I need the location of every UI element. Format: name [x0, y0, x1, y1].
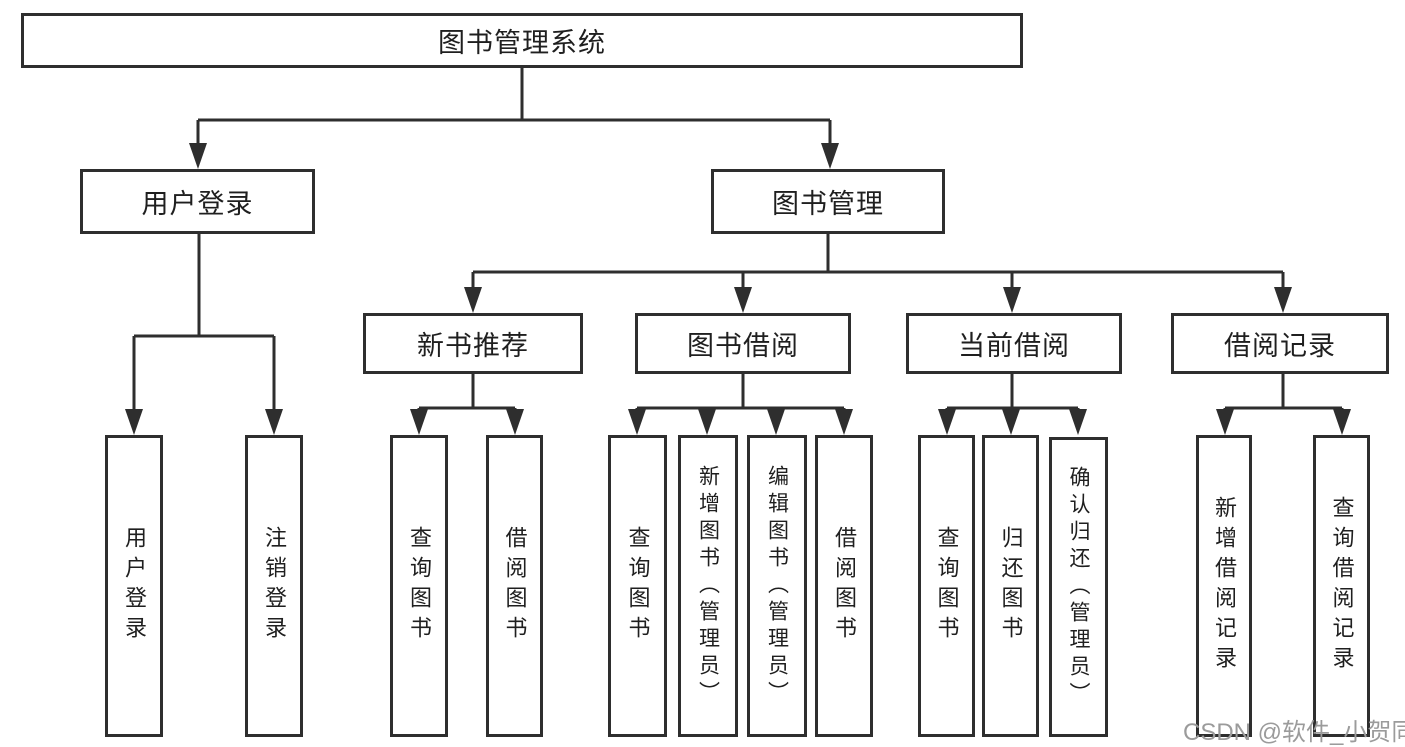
leaf-borrow-books-1: 借阅图书: [486, 435, 543, 737]
node-label: 图书管理: [772, 189, 884, 219]
arrowhead: [410, 409, 428, 435]
node-label: 新增图书（管理员）: [696, 464, 720, 708]
node-label: 查询图书: [934, 526, 960, 646]
leaf-add-borrow-record: 新增借阅记录: [1196, 435, 1252, 737]
leaf-confirm-return-admin: 确认归还（管理员）: [1049, 437, 1108, 737]
node-label: 查询图书: [407, 526, 432, 646]
leaf-query-books-1: 查询图书: [390, 435, 448, 737]
node-label: 借阅记录: [1224, 331, 1336, 361]
arrowhead: [1216, 409, 1234, 435]
node-root-system: 图书管理系统: [21, 13, 1023, 68]
arrowhead: [1274, 287, 1292, 313]
leaf-query-borrow-record: 查询借阅记录: [1313, 435, 1370, 737]
node-label: 当前借阅: [958, 331, 1070, 361]
node-new-book-recommend: 新书推荐: [363, 313, 583, 374]
node-label: 确认归还（管理员）: [1067, 465, 1090, 709]
leaf-query-books-2: 查询图书: [608, 435, 667, 737]
node-borrowing-records: 借阅记录: [1171, 313, 1389, 374]
node-label: 编辑图书（管理员）: [765, 464, 789, 708]
leaf-return-books: 归还图书: [982, 435, 1039, 737]
node-label: 借阅图书: [502, 526, 528, 646]
arrowhead: [1069, 409, 1087, 435]
node-label: 查询借阅记录: [1329, 496, 1355, 676]
watermark-text: CSDN @软件_小贺同: [1183, 719, 1405, 746]
edges-current-borrow-to-leaves: [938, 374, 1087, 435]
node-label: 新增借阅记录: [1212, 496, 1237, 676]
leaf-edit-books-admin: 编辑图书（管理员）: [747, 435, 807, 737]
leaf-borrow-books-2: 借阅图书: [815, 435, 873, 737]
node-book-borrowing: 图书借阅: [635, 313, 851, 374]
node-label: 归还图书: [998, 526, 1024, 646]
node-label: 图书借阅: [687, 331, 799, 361]
edges-book-mgmt-to-level3: [464, 234, 1292, 313]
edges-new-book-to-leaves: [410, 374, 524, 435]
node-label: 借阅图书: [832, 526, 857, 646]
edges-user-login-to-leaves: [125, 234, 283, 435]
edges-root-to-level2: [189, 68, 839, 169]
arrowhead: [265, 409, 283, 435]
node-label: 查询图书: [625, 526, 651, 646]
node-label: 注销登录: [262, 526, 287, 646]
arrowhead: [189, 143, 207, 169]
arrowhead: [628, 409, 646, 435]
leaf-add-books-admin: 新增图书（管理员）: [678, 435, 738, 737]
arrowhead: [1002, 409, 1020, 435]
arrowhead: [1003, 287, 1021, 313]
node-label: 新书推荐: [417, 331, 529, 361]
arrowhead: [938, 409, 956, 435]
edges-borrow-record-to-leaves: [1216, 374, 1351, 435]
arrowhead: [125, 409, 143, 435]
csdn-watermark: CSDN @软件_小贺同学: [1183, 712, 1405, 747]
node-current-borrowing: 当前借阅: [906, 313, 1122, 374]
arrowhead: [734, 287, 752, 313]
leaf-query-books-3: 查询图书: [918, 435, 975, 737]
arrowhead: [1333, 409, 1351, 435]
leaf-logout: 注销登录: [245, 435, 303, 737]
node-label: 用户登录: [141, 189, 254, 219]
arrowhead: [767, 409, 785, 435]
node-label: 图书管理系统: [438, 28, 606, 58]
node-book-management-branch: 图书管理: [711, 169, 945, 234]
leaf-user-login: 用户登录: [105, 435, 163, 737]
arrowhead: [821, 143, 839, 169]
arrowhead: [464, 287, 482, 313]
edges-book-borrow-to-leaves: [628, 374, 853, 435]
arrowhead: [835, 409, 853, 435]
arrowhead: [506, 409, 524, 435]
arrowhead: [698, 409, 716, 435]
node-label: 用户登录: [122, 526, 147, 646]
node-user-login-branch: 用户登录: [80, 169, 315, 234]
